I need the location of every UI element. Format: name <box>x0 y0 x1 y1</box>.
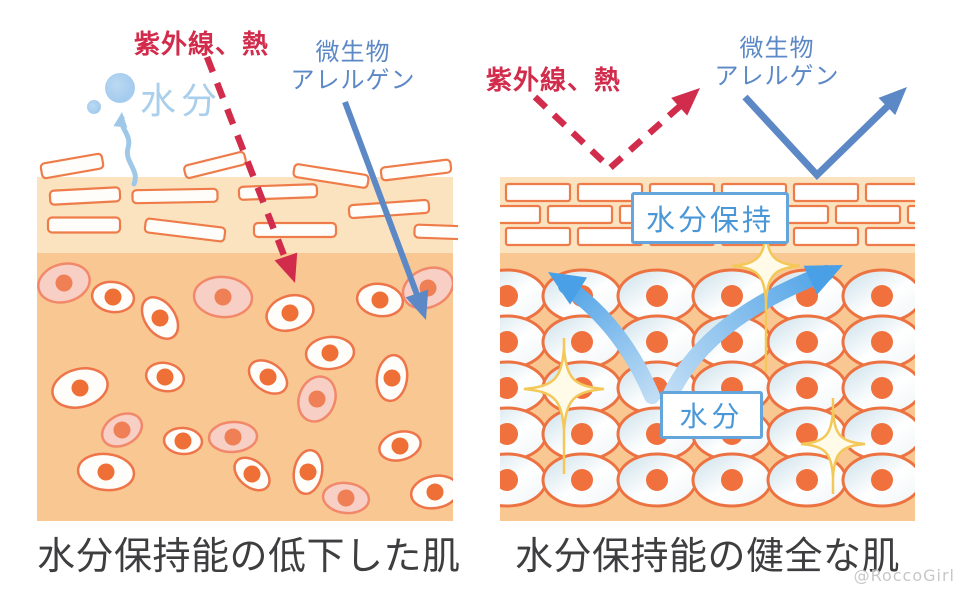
microbe-arrow-left <box>342 100 429 320</box>
skin-cell-hydrated <box>500 406 548 462</box>
skin-cell <box>247 359 289 395</box>
flake <box>183 150 247 180</box>
skin-cell-hydrated <box>616 452 698 508</box>
skin-cell <box>375 353 409 403</box>
brick <box>792 182 860 203</box>
uv-heat-label-right: 紫外線、熱 <box>486 66 622 96</box>
moisture-badge-right: 水分 <box>660 391 763 439</box>
skin-cell <box>100 412 144 448</box>
skin-cell-hydrated <box>766 360 848 416</box>
skin-cell <box>207 420 259 454</box>
skin-cell <box>401 266 453 310</box>
skin-cell-hydrated <box>616 268 698 324</box>
brick <box>504 182 572 203</box>
skin-cell <box>144 361 186 393</box>
skin-cell <box>37 262 91 304</box>
flake <box>143 217 227 243</box>
skin-cell <box>409 474 453 510</box>
brick <box>864 226 915 247</box>
skin-cell <box>76 452 136 492</box>
flake <box>131 187 219 205</box>
skin-cell-hydrated <box>841 268 915 324</box>
skin-cell-hydrated <box>841 360 915 416</box>
skin-cell-hydrated <box>841 314 915 370</box>
flake <box>252 221 338 239</box>
flake <box>379 158 453 182</box>
corneocyte-flakes-scattered <box>39 150 458 243</box>
brick <box>864 182 915 203</box>
skin-cell <box>378 430 422 462</box>
skin-cell-hydrated <box>766 314 848 370</box>
moisture-retention-badge: 水分保持 <box>631 192 789 244</box>
brick <box>500 204 542 225</box>
skin-cell <box>355 282 405 318</box>
skin-cell <box>265 293 315 333</box>
skin-cell <box>304 335 356 371</box>
sparkle-icons <box>523 230 866 494</box>
brick <box>792 226 860 247</box>
flake <box>292 163 370 189</box>
flake <box>46 216 122 234</box>
watermark: @RoccoGirl <box>853 566 955 585</box>
moisture-fountain-arrow <box>548 265 843 404</box>
caption-right: 水分保持能の健全な肌 <box>514 534 900 578</box>
uv-heat-arrow-right-deflected <box>532 88 700 173</box>
microbe-label-right-line1: 微生物 <box>739 34 815 62</box>
brick <box>546 204 614 225</box>
flake <box>39 152 105 180</box>
uv-heat-arrow-left <box>203 55 298 283</box>
skin-cell <box>233 456 271 492</box>
microbe-label-left-line1: 微生物 <box>315 38 391 66</box>
skin-cell <box>90 280 136 314</box>
microbe-label-left-line2: アレルゲン <box>290 66 416 95</box>
brick <box>906 204 915 225</box>
skin-cell-hydrated <box>541 406 623 462</box>
right-skin-panel <box>500 87 915 521</box>
moisture-label-left: 水分 <box>140 81 223 122</box>
water-droplet-icon-small <box>87 100 101 114</box>
skin-cell-hydrated <box>691 452 773 508</box>
microbe-label-right-line2: アレルゲン <box>714 62 840 91</box>
water-droplet-icon <box>105 73 135 103</box>
flake <box>237 183 319 201</box>
left-skin-panel <box>37 55 458 521</box>
uv-heat-label-left: 紫外線、熱 <box>134 30 270 60</box>
skin-cell-hydrated <box>500 268 548 324</box>
skin-cell <box>51 367 109 409</box>
skin-cell <box>292 448 324 496</box>
skin-cell <box>162 426 204 456</box>
brick <box>834 204 902 225</box>
brick <box>504 226 572 247</box>
sparkle-icon <box>800 398 866 494</box>
skin-cell <box>192 275 254 319</box>
flake <box>413 223 458 241</box>
skin-cell <box>297 375 337 423</box>
skin-cell-hydrated <box>841 406 915 462</box>
skin-cell <box>140 296 180 340</box>
skin-cell-hydrated <box>541 452 623 508</box>
microbe-label-left: 微生物 アレルゲン <box>290 38 416 95</box>
skin-cell-hydrated <box>500 452 548 508</box>
skin-cell-hydrated <box>500 314 548 370</box>
skin-cell-hydrated <box>841 452 915 508</box>
flake <box>48 186 122 206</box>
sparkle-icon <box>731 230 801 372</box>
microbe-label-right: 微生物 アレルゲン <box>712 34 842 91</box>
sparkle-icon <box>523 338 605 474</box>
microbe-arrow-right-deflected <box>742 87 907 181</box>
skin-cell-hydrated <box>766 452 848 508</box>
caption-left: 水分保持能の低下した肌 <box>37 534 461 578</box>
skin-cells-disordered <box>37 262 453 515</box>
skin-cell <box>321 481 371 515</box>
moisture-evaporation-arrow <box>87 73 138 187</box>
